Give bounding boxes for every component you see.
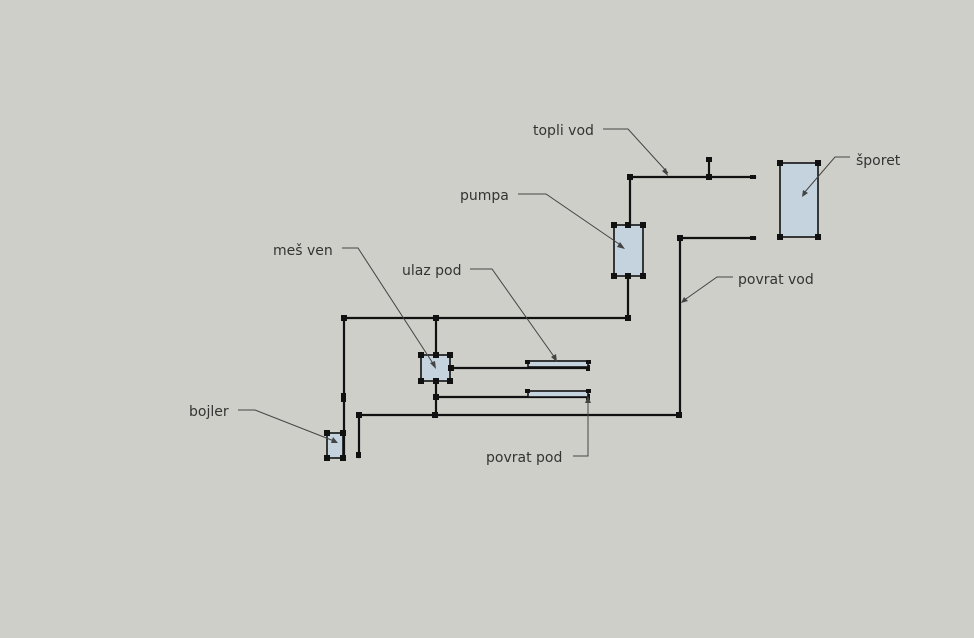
label-topli-vod: topli vod bbox=[533, 123, 594, 139]
corner-marker bbox=[525, 389, 530, 393]
corner-marker bbox=[418, 352, 424, 358]
label-pumpa: pumpa bbox=[460, 188, 509, 204]
joint-marker bbox=[676, 412, 682, 418]
corner-marker bbox=[640, 222, 646, 228]
corner-marker bbox=[777, 234, 783, 240]
joint-marker bbox=[625, 315, 631, 321]
joint-marker bbox=[356, 452, 361, 458]
floor-return-manifold bbox=[525, 389, 591, 398]
corner-marker bbox=[433, 352, 439, 358]
mes-ven-leader bbox=[342, 247, 435, 366]
corner-marker bbox=[433, 378, 439, 384]
bojler-leader bbox=[238, 409, 335, 442]
ulaz-pod-arrow bbox=[551, 354, 557, 362]
topli-vod-arrow bbox=[662, 168, 668, 176]
joint-marker bbox=[341, 315, 347, 321]
pump bbox=[611, 222, 646, 279]
corner-marker bbox=[340, 455, 346, 461]
povrat-vod-arrow bbox=[681, 297, 688, 303]
boiler-body bbox=[326, 432, 344, 459]
corner-marker bbox=[324, 455, 330, 461]
joint-marker bbox=[586, 365, 590, 371]
corner-marker bbox=[815, 234, 821, 240]
pumpa-arrow bbox=[617, 242, 625, 249]
ulaz-pod-leader bbox=[470, 268, 556, 359]
pump-body bbox=[613, 224, 644, 277]
corner-marker bbox=[447, 378, 453, 384]
label-ulaz-pod: ulaz pod bbox=[402, 263, 461, 279]
label-sporet: šporet bbox=[856, 153, 901, 169]
corner-marker bbox=[447, 352, 453, 358]
mes-ven-arrow bbox=[430, 361, 436, 369]
corner-marker bbox=[611, 273, 617, 279]
corner-marker bbox=[777, 160, 783, 166]
corner-marker bbox=[640, 273, 646, 279]
corner-marker bbox=[625, 222, 631, 228]
stove-body bbox=[779, 162, 819, 238]
joint-marker bbox=[750, 175, 756, 179]
corner-marker bbox=[324, 430, 330, 436]
povrat-pod-leader bbox=[573, 400, 589, 457]
joint-marker bbox=[341, 393, 346, 402]
floor-supply-body bbox=[527, 360, 589, 368]
joint-marker bbox=[433, 394, 439, 400]
corner-marker bbox=[448, 365, 454, 371]
stove bbox=[777, 160, 821, 240]
corner-marker bbox=[625, 273, 631, 279]
joint-marker bbox=[433, 315, 439, 321]
joint-marker bbox=[750, 236, 756, 240]
joint-marker bbox=[356, 412, 362, 418]
pipe-joints bbox=[341, 157, 756, 458]
corner-marker bbox=[525, 360, 530, 364]
topli-vod-leader bbox=[603, 128, 669, 174]
labels: topli vod šporet pumpa meš ven ulaz pod … bbox=[189, 123, 901, 466]
corner-marker bbox=[815, 160, 821, 166]
joint-marker bbox=[677, 235, 683, 241]
pumpa-leader bbox=[518, 193, 623, 247]
corner-marker bbox=[340, 430, 346, 436]
corner-marker bbox=[586, 360, 591, 364]
sporet-arrow bbox=[802, 190, 808, 197]
corner-marker bbox=[418, 378, 424, 384]
pump-outlet-pipe bbox=[342, 275, 630, 459]
boiler bbox=[324, 430, 346, 461]
pipes bbox=[342, 158, 757, 459]
label-povrat-pod: povrat pod bbox=[486, 450, 562, 466]
joint-marker bbox=[706, 157, 712, 162]
povrat-pod-arrow bbox=[585, 396, 591, 403]
mixing-valve bbox=[418, 352, 454, 384]
bojler-arrow bbox=[331, 437, 338, 443]
joint-marker bbox=[706, 174, 712, 180]
leaders bbox=[238, 128, 850, 457]
floor-return-body bbox=[527, 390, 589, 398]
hot-water-pipe bbox=[628, 175, 757, 226]
label-povrat-vod: povrat vod bbox=[738, 272, 814, 288]
floor-supply-manifold bbox=[525, 360, 591, 368]
corner-marker bbox=[586, 389, 591, 393]
joint-marker bbox=[432, 412, 438, 418]
sporet-leader bbox=[803, 156, 850, 194]
joint-marker bbox=[627, 174, 633, 180]
label-mes-ven: meš ven bbox=[273, 243, 333, 259]
label-bojler: bojler bbox=[189, 404, 229, 420]
corner-marker bbox=[611, 222, 617, 228]
povrat-vod-leader bbox=[682, 276, 733, 302]
